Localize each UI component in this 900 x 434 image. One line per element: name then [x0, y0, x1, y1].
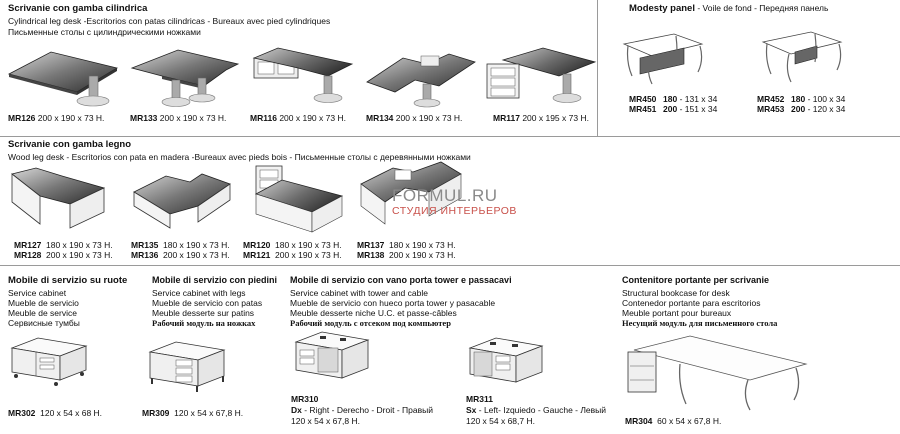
section2-subtitle: Wood leg desk - Escritorios con pata en …: [8, 152, 471, 162]
desk-mr116-image: [252, 47, 354, 103]
col4-line-2: Contenedor portante para escritorios: [622, 298, 761, 308]
col2-line-3: Meuble desserte sur patins: [152, 308, 255, 318]
col3-line-2: Mueble de servicio con hueco porta tower…: [290, 298, 496, 308]
section1-title: Scrivanie con gamba cilindrica: [8, 3, 148, 14]
desk-mr137-image: [360, 161, 462, 225]
desk-mr133-label: MR133 200 x 190 x 73 H.: [130, 113, 227, 123]
desk-mr117-image: [486, 47, 597, 103]
col1-line-2: Mueble de servicio: [8, 298, 79, 308]
section1-subtitle: Cylindrical leg desk -Escritorios con pa…: [8, 16, 331, 26]
horizontal-divider-1: [0, 136, 900, 137]
bookcase-mr304-image: [627, 335, 808, 411]
cabinet-mr311-image: [468, 337, 544, 383]
modesty-panel-200-image: [761, 31, 843, 83]
desk-mr133-image: [130, 49, 240, 107]
desk-mr135-image: [133, 173, 231, 229]
cabinet-mr310-dims: 120 x 54 x 67,8 H.: [291, 416, 360, 426]
col2-title: Mobile di servizio con piedini: [152, 275, 278, 285]
horizontal-divider-2: [0, 265, 900, 266]
col2-line-1: Service cabinet with legs: [152, 288, 246, 298]
cabinet-mr310-side: Dx - Right - Derecho - Droit - Правый: [291, 405, 433, 415]
col3-line-ru: Рабочий модуль с отсеком под компьютер: [290, 318, 451, 328]
col3-title: Mobile di servizio con vano porta tower …: [290, 275, 512, 285]
cabinet-mr310-code: MR310: [291, 394, 319, 404]
section2-title: Scrivanie con gamba legno: [8, 139, 132, 150]
col2-line-ru: Рабочий модуль на ножках: [152, 318, 256, 328]
desk-mr126-label: MR126 200 x 190 x 73 H.: [8, 113, 105, 123]
col4-line-3: Meuble portant pour bureaux: [622, 308, 732, 318]
cabinet-mr309-label: MR309 120 x 54 x 67,8 H.: [142, 408, 244, 418]
cabinet-mr309-image: [148, 341, 226, 392]
vertical-divider: [597, 0, 598, 136]
cabinet-mr302-label: MR302 120 x 54 x 68 H.: [8, 408, 103, 418]
bookcase-mr304-label: MR304 60 x 54 x 67,8 H.: [625, 416, 722, 426]
desk-mr134-label: MR134 200 x 190 x 73 H.: [366, 113, 463, 123]
col1-line-4: Сервисные тумбы: [8, 318, 80, 328]
modesty-title-line: Modesty panel - Voile de fond - Передняя…: [629, 3, 829, 14]
desk-mr134-image: [366, 53, 476, 108]
desk-mr126-image: [7, 51, 119, 107]
cabinet-mr310-image: [294, 331, 370, 379]
col4-title: Contenitore portante per scrivanie: [622, 275, 770, 285]
col2-line-2: Mueble de servicio con patas: [152, 298, 263, 308]
desk-mr117-label: MR117 200 x 195 x 73 H.: [493, 113, 589, 123]
cabinet-mr311-code: MR311: [466, 394, 493, 404]
cabinet-mr311-dims: 120 x 54 x 68,7 H.: [466, 416, 535, 426]
col1-line-3: Meuble de service: [8, 308, 77, 318]
section1-subtitle-ru: Письменные столы с цилиндрическими ножка…: [8, 27, 201, 37]
desk-mr116-label: MR116 200 x 190 x 73 H.: [250, 113, 346, 123]
col3-line-3: Meuble desserte niche U.C. et passe-câbl…: [290, 308, 457, 318]
cabinet-mr302-image: [10, 337, 88, 386]
desk-mr127-image: [11, 167, 106, 229]
modesty-panel-180-image: [622, 33, 704, 85]
col3-line-1: Service cabinet with tower and cable: [290, 288, 428, 298]
watermark-tagline: СТУДИЯ ИНТЕРЬЕРОВ: [392, 205, 517, 217]
col1-title: Mobile di servizio su ruote: [8, 275, 128, 286]
desk-mr120-image: [254, 165, 344, 233]
cabinet-mr311-side: Sx - Left- Izquiedo - Gauche - Левый: [466, 405, 607, 415]
col4-line-1: Structural bookcase for desk: [622, 288, 730, 298]
watermark-brand: FORMUL.RU: [392, 186, 498, 205]
col1-line-1: Service cabinet: [8, 288, 67, 298]
col4-line-ru: Несущий модуль для письменного стола: [622, 318, 778, 328]
